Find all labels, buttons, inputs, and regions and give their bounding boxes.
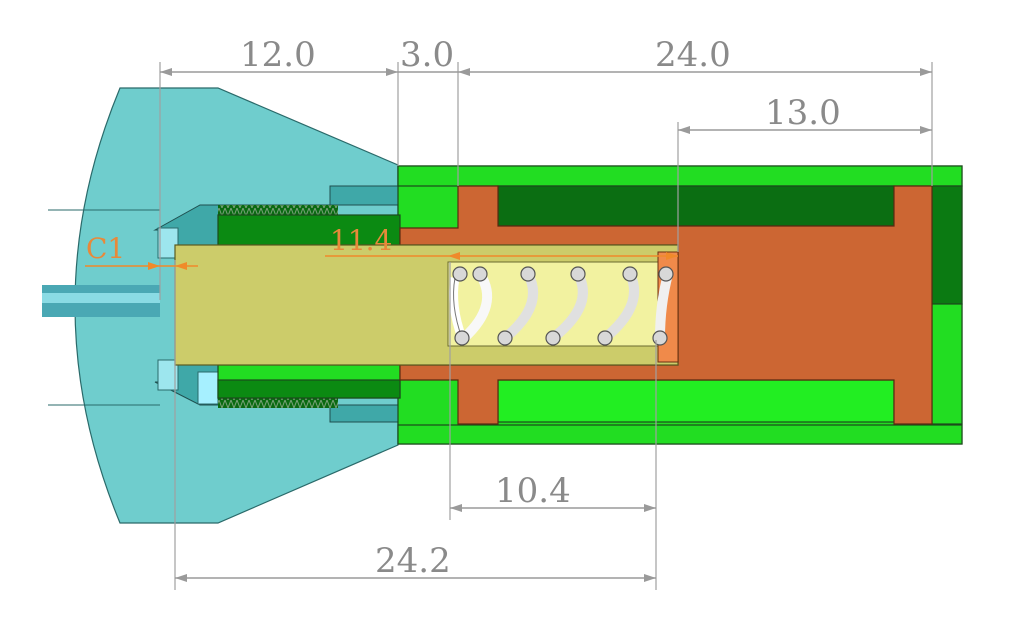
housing-top-band [397, 165, 963, 187]
housing-bottom-band [397, 424, 963, 445]
housing-right-cap [931, 185, 963, 305]
dim-24-2-line [175, 574, 656, 582]
dim-label-13: 13.0 [765, 93, 841, 133]
dim-label-c1: C1 [86, 232, 125, 265]
thread-top [218, 205, 338, 215]
sleeve-bottom-shadow [217, 379, 401, 399]
dim-label-24-2: 24.2 [375, 541, 451, 581]
dim-label-24: 24.0 [655, 35, 731, 75]
dim-label-11-4: 11.4 [330, 224, 392, 257]
housing-inner-top-dark [497, 185, 895, 227]
dim-c1-line [85, 262, 198, 270]
housing-right-cap-low [931, 303, 963, 425]
dim-13-line [678, 126, 932, 134]
dim-label-10-4: 10.4 [495, 471, 571, 511]
dim-11-4-line [325, 252, 678, 260]
washer-light [197, 371, 219, 405]
dim-24-line [458, 68, 932, 76]
thread-bottom [218, 398, 338, 408]
spring [449, 266, 674, 346]
housing-inner-bottom-light [497, 379, 895, 423]
dim-label-3: 3.0 [400, 35, 454, 75]
dim-label-12: 12.0 [240, 35, 316, 75]
dim-12-line [160, 68, 398, 76]
washer-top [157, 227, 179, 259]
dim-10-4-line [450, 504, 656, 512]
nut-shaft-highlight [42, 293, 160, 303]
washer-bottom [157, 359, 179, 391]
